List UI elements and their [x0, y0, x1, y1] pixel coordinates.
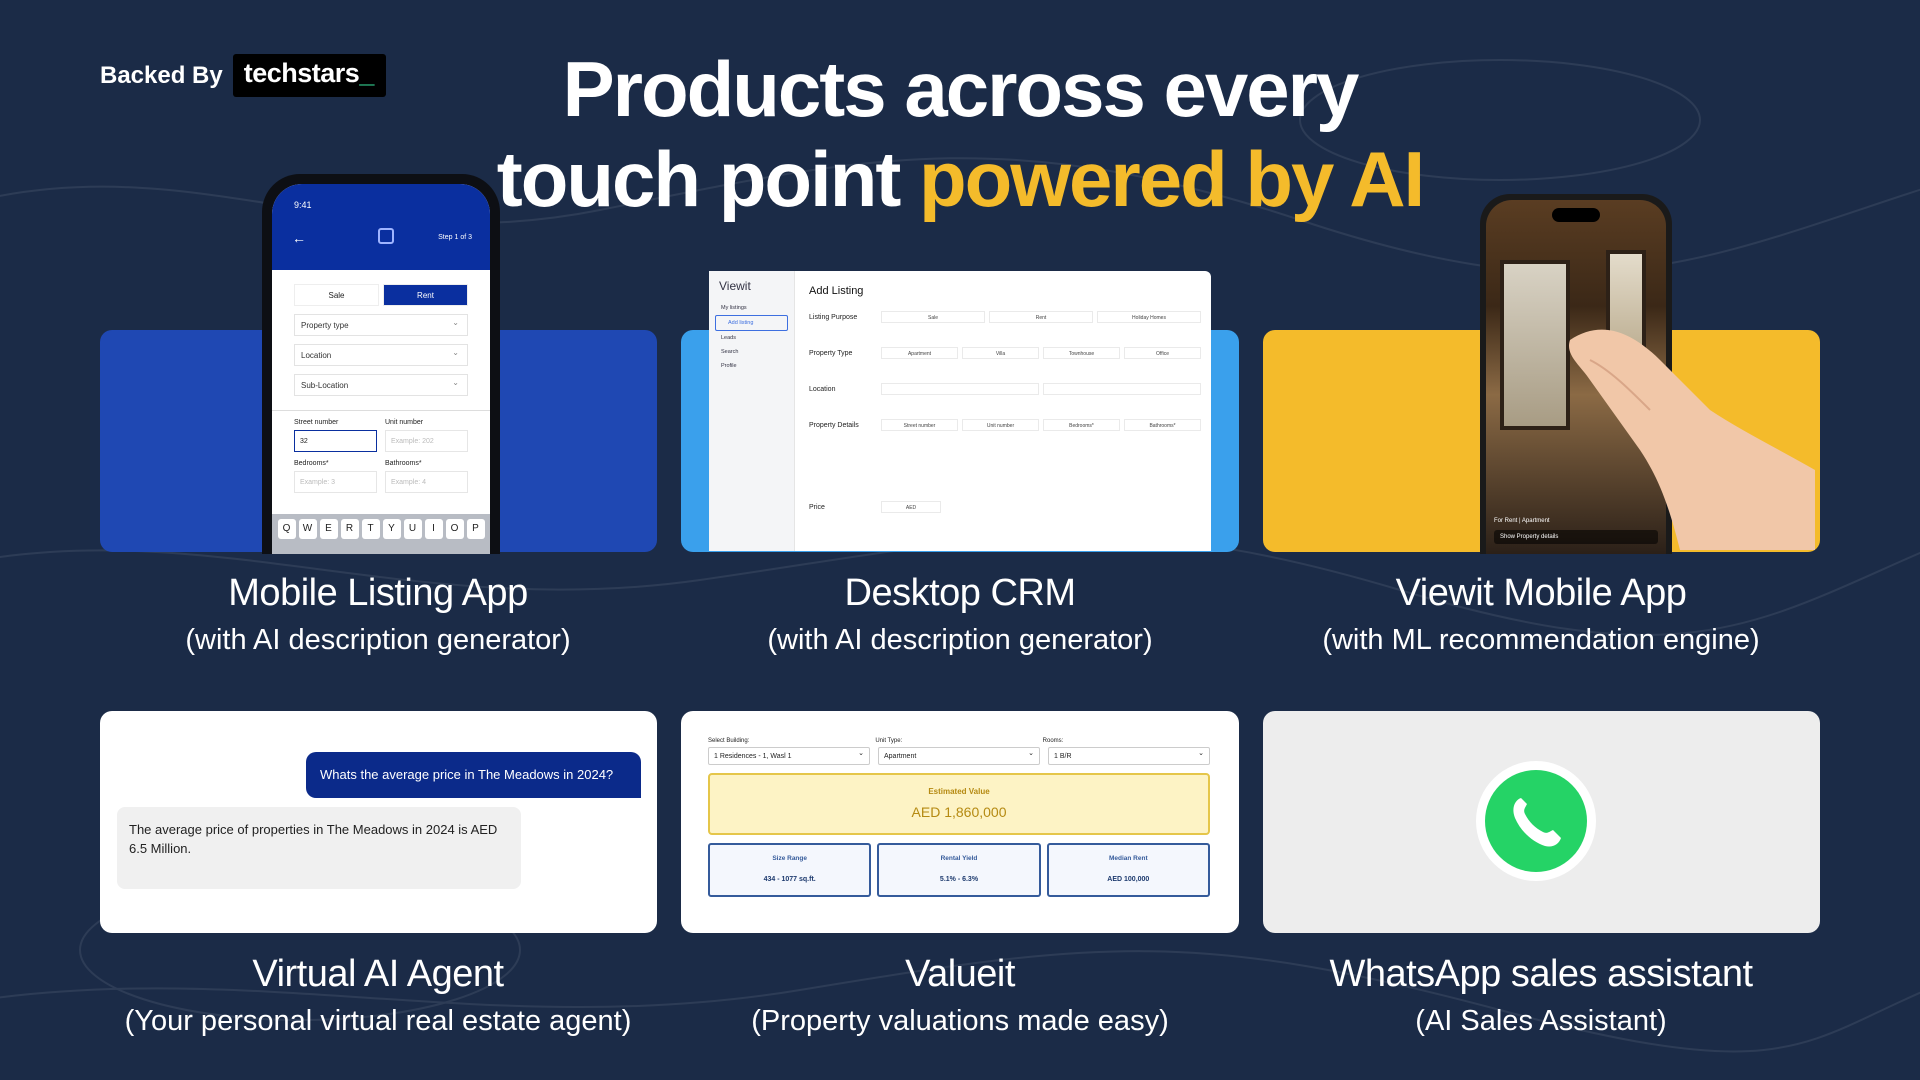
sub-location-input[interactable]: [1043, 383, 1201, 395]
desktop-crm-screen: Viewit My listings Add listing Leads Sea…: [709, 271, 1211, 551]
chat-agent-message: The average price of properties in The M…: [117, 807, 521, 889]
tab-sale[interactable]: Sale: [294, 284, 379, 306]
headline-accent: powered by AI: [919, 135, 1425, 223]
bedrooms-label: Bedrooms*: [294, 460, 329, 467]
street-number-label: Street number: [294, 419, 339, 426]
backed-by-badge: Backed By techstars_: [100, 54, 386, 97]
size-range-box: Size Range 434 - 1077 sq.ft.: [708, 843, 872, 897]
crm-brand: Viewit: [719, 279, 751, 293]
bathrooms-label: Bathrooms*: [385, 460, 422, 467]
property-type-label: Property Type: [809, 349, 853, 357]
product-title: Mobile Listing App: [228, 572, 528, 614]
detail-bedrooms[interactable]: Bedrooms*: [1043, 419, 1120, 431]
headline-line-1: Products across every: [562, 45, 1360, 133]
detail-street-number[interactable]: Street number: [881, 419, 958, 431]
whatsapp-icon: [1476, 761, 1596, 881]
room-window-image: [1500, 260, 1570, 430]
sub-location-select[interactable]: Sub-Location: [294, 372, 468, 396]
price-label: Price: [809, 503, 825, 511]
price-input[interactable]: AED: [881, 501, 941, 513]
purpose-holiday-homes[interactable]: Holiday Homes: [1097, 311, 1201, 323]
techstars-logo: techstars_: [232, 54, 386, 97]
product-title: Virtual AI Agent: [252, 953, 504, 995]
estimated-value: AED 1,860,000: [911, 804, 1007, 820]
valueit-widget: Select Building: Unit Type: Rooms: 1 Res…: [708, 738, 1210, 897]
mobile-listing-phone: 9:41 ← Step 1 of 3 Sale Rent Property ty…: [262, 174, 500, 554]
status-time: 9:41: [294, 200, 312, 210]
detail-bathrooms[interactable]: Bathrooms*: [1124, 419, 1201, 431]
product-title: WhatsApp sales assistant: [1329, 953, 1753, 995]
chat-user-message: Whats the average price in The Meadows i…: [306, 752, 641, 798]
hand-illustration: [1569, 329, 1815, 550]
street-number-input[interactable]: 32: [294, 430, 377, 452]
key[interactable]: T: [361, 519, 380, 539]
crm-nav-my-listings[interactable]: My listings: [721, 305, 747, 311]
step-indicator: Step 1 of 3: [438, 234, 472, 241]
type-office[interactable]: Office: [1124, 347, 1201, 359]
location-label: Location: [809, 385, 836, 393]
listing-type-text: For Rent | Apartment: [1494, 518, 1550, 524]
key[interactable]: U: [403, 519, 422, 539]
key[interactable]: E: [319, 519, 338, 539]
building-label: Select Building:: [708, 738, 750, 744]
median-rent-box: Median Rent AED 100,000: [1046, 843, 1210, 897]
building-select[interactable]: 1 Residences - 1, Wasl 1: [708, 745, 870, 765]
property-type-select[interactable]: Property type: [294, 312, 468, 336]
crm-nav-leads[interactable]: Leads: [721, 335, 736, 341]
unit-type-select[interactable]: Apartment: [878, 745, 1040, 765]
key[interactable]: I: [424, 519, 443, 539]
detail-unit-number[interactable]: Unit number: [962, 419, 1039, 431]
key[interactable]: W: [298, 519, 317, 539]
tab-rent[interactable]: Rent: [383, 284, 468, 306]
bathrooms-input[interactable]: Example: 4: [385, 471, 468, 493]
keyboard: Q W E R T Y U I O P: [272, 514, 490, 554]
product-subtitle: (with ML recommendation engine): [1322, 624, 1760, 656]
headline-line-2: touch point powered by AI: [496, 135, 1425, 223]
key[interactable]: O: [445, 519, 464, 539]
crm-page-title: Add Listing: [809, 285, 864, 297]
rental-yield-box: Rental Yield 5.1% - 6.3%: [877, 843, 1041, 897]
back-arrow-icon[interactable]: ←: [292, 230, 306, 246]
crm-nav-profile[interactable]: Profile: [721, 363, 737, 369]
location-input[interactable]: [881, 383, 1039, 395]
rooms-label: Rooms:: [1042, 738, 1064, 744]
estimated-value-label: Estimated Value: [928, 787, 990, 796]
product-subtitle: (AI Sales Assistant): [1415, 1005, 1667, 1037]
crm-nav-add-listing[interactable]: Add listing: [715, 315, 788, 331]
page-headline: Products across every touch point powere…: [0, 44, 1920, 224]
property-details-label: Property Details: [809, 421, 859, 429]
key[interactable]: Q: [277, 519, 296, 539]
product-subtitle: (Your personal virtual real estate agent…: [124, 1005, 632, 1037]
type-villa[interactable]: Villa: [962, 347, 1039, 359]
crm-nav-search[interactable]: Search: [721, 349, 739, 355]
product-subtitle: (with AI description generator): [185, 624, 571, 656]
dynamic-island: [1552, 208, 1600, 222]
app-logo-icon: [378, 228, 394, 244]
listing-purpose-label: Listing Purpose: [809, 313, 858, 321]
key[interactable]: P: [466, 519, 485, 539]
product-title: Desktop CRM: [844, 572, 1077, 614]
unit-number-label: Unit number: [385, 419, 424, 426]
backed-by-label: Backed By: [100, 61, 223, 89]
rooms-select[interactable]: 1 B/R: [1048, 745, 1210, 765]
unit-type-label: Unit Type:: [875, 738, 903, 744]
unit-number-input[interactable]: Example: 202: [385, 430, 468, 452]
crm-sidebar: Viewit My listings Add listing Leads Sea…: [709, 271, 795, 551]
type-apartment[interactable]: Apartment: [881, 347, 958, 359]
key[interactable]: Y: [382, 519, 401, 539]
product-subtitle: (Property valuations made easy): [751, 1005, 1169, 1037]
whatsapp-card: [1263, 711, 1820, 933]
location-select[interactable]: Location: [294, 342, 468, 366]
product-title: Valueit: [905, 953, 1015, 995]
type-townhouse[interactable]: Townhouse: [1043, 347, 1120, 359]
purpose-sale[interactable]: Sale: [881, 311, 985, 323]
key[interactable]: R: [340, 519, 359, 539]
product-title: Viewit Mobile App: [1395, 572, 1687, 614]
product-subtitle: (with AI description generator): [767, 624, 1153, 656]
bedrooms-input[interactable]: Example: 3: [294, 471, 377, 493]
purpose-rent[interactable]: Rent: [989, 311, 1093, 323]
estimated-value-box: Estimated Value AED 1,860,000: [708, 773, 1210, 835]
show-details-button[interactable]: Show Property details: [1494, 530, 1658, 544]
viewit-phone: For Rent | Apartment Show Property detai…: [1480, 194, 1672, 554]
